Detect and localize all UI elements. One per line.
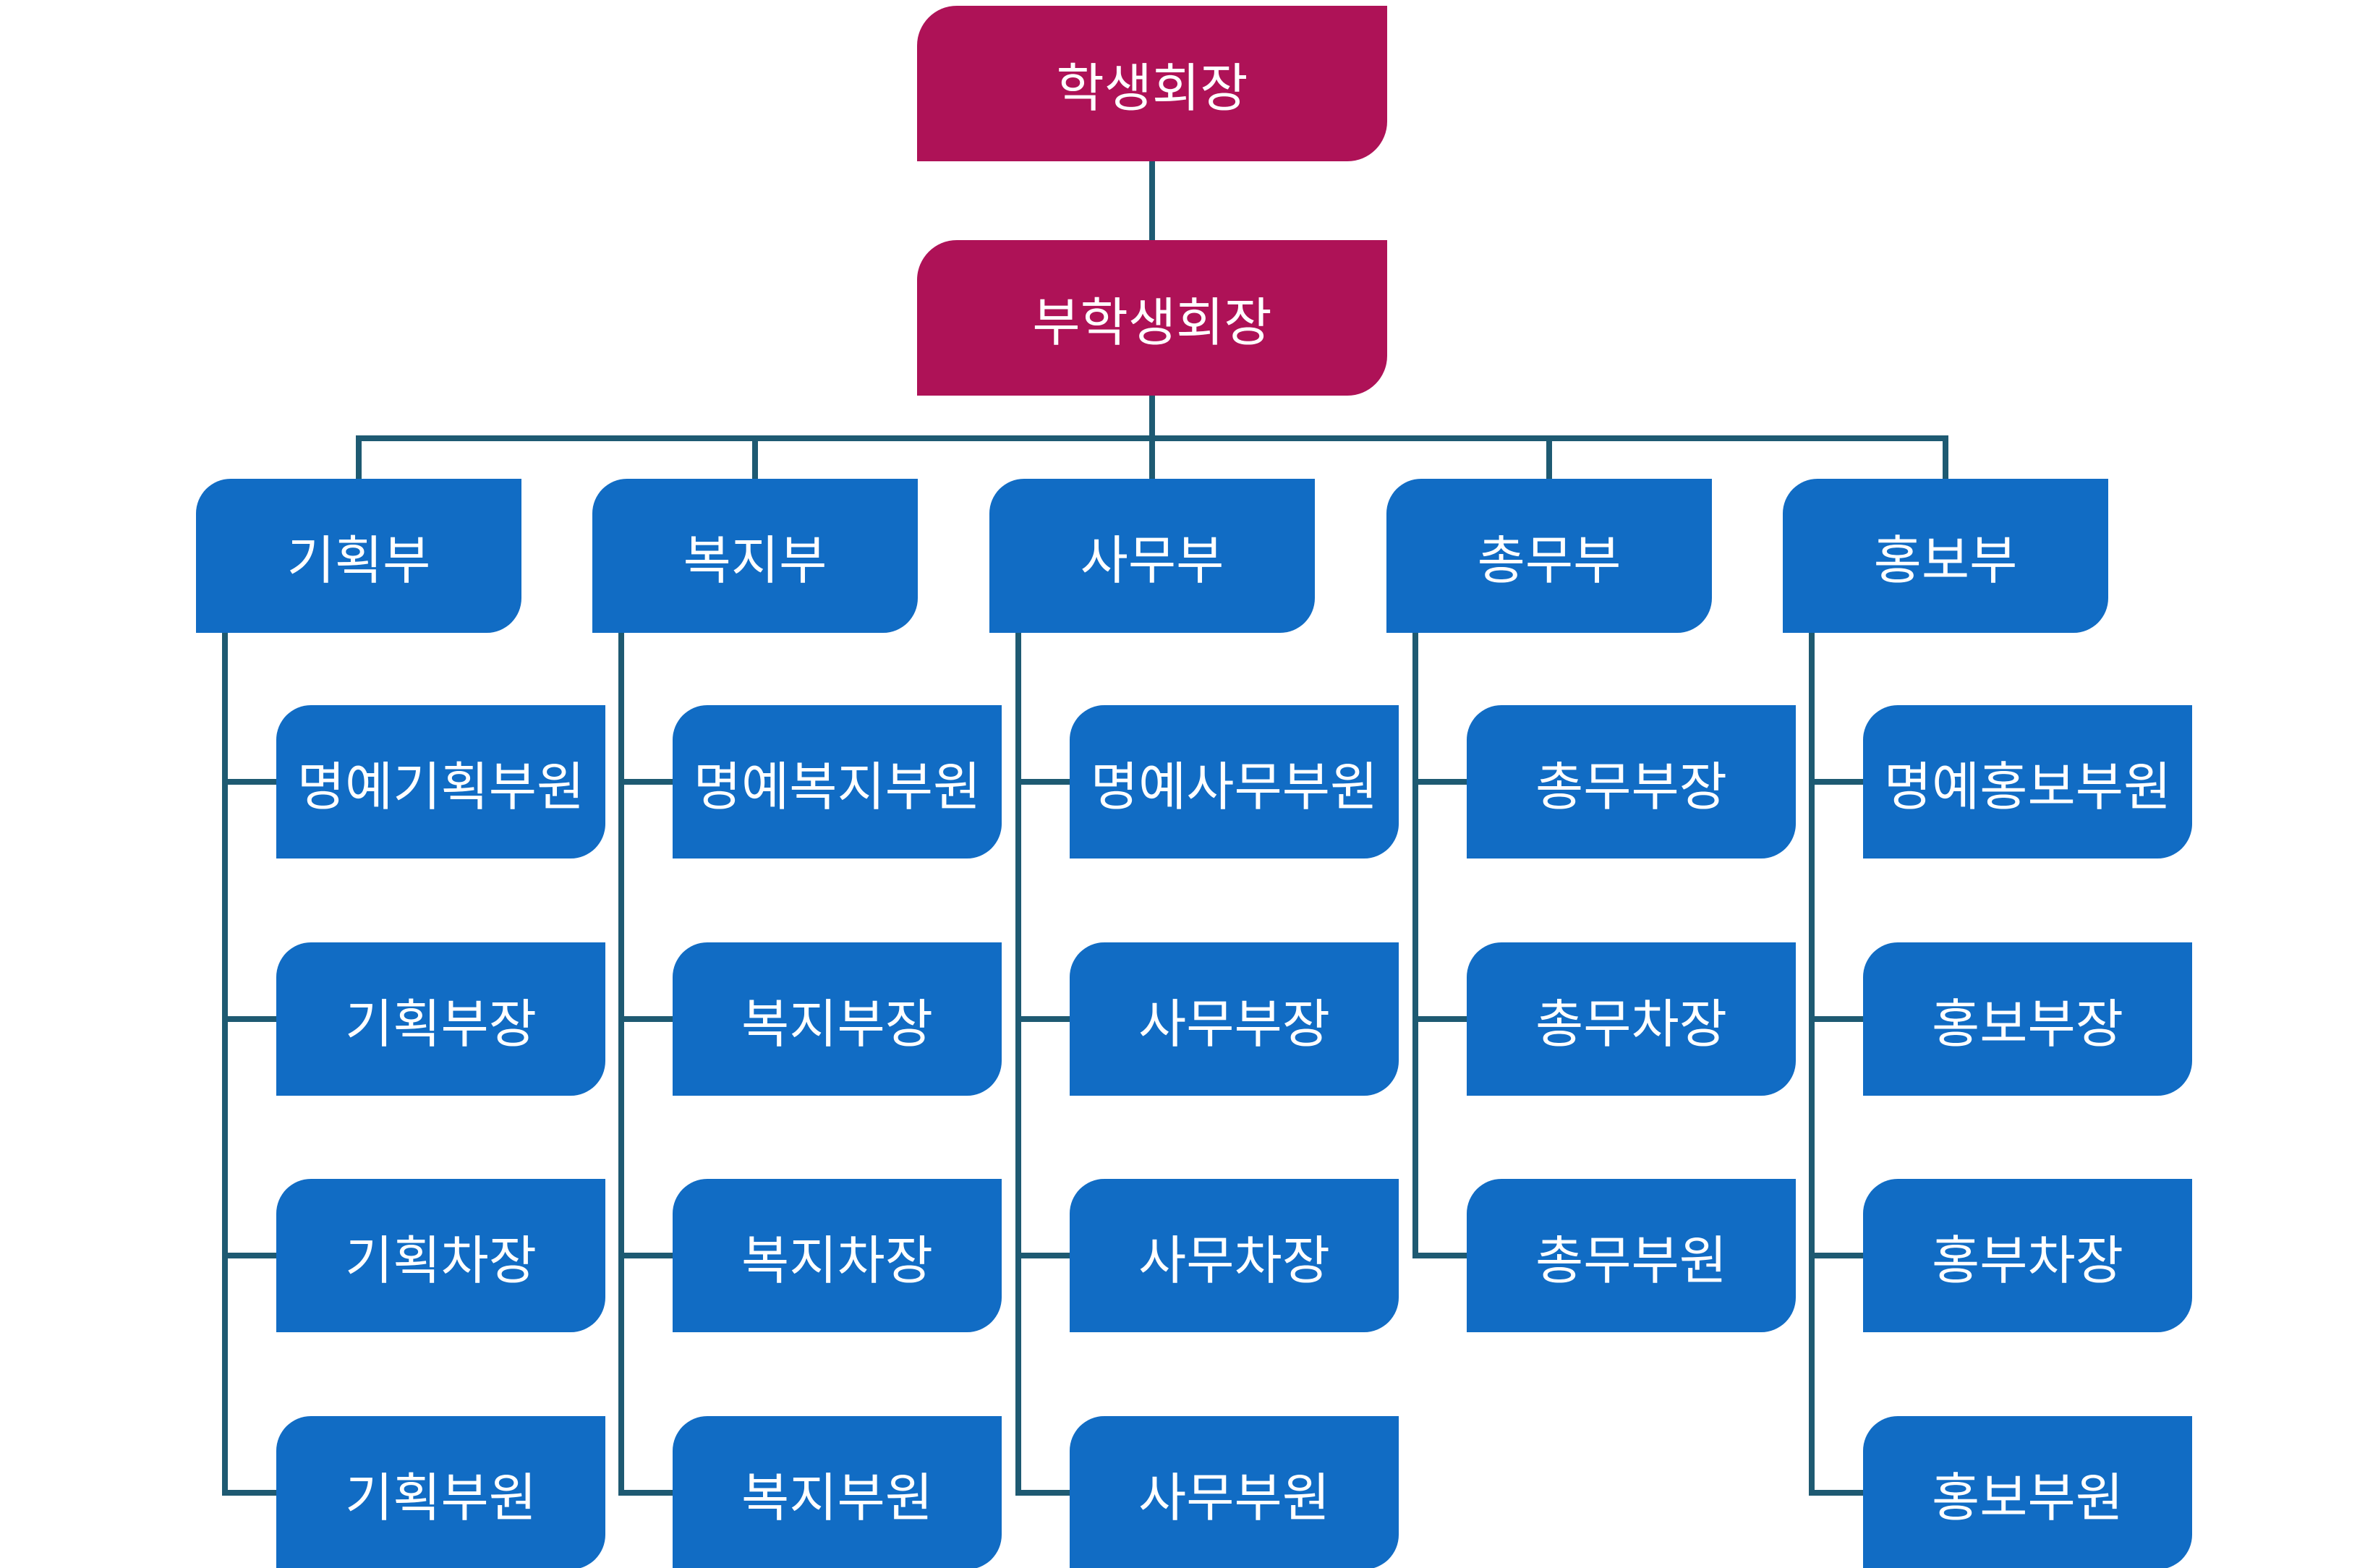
connector-drop-dept-1 (752, 441, 758, 482)
connector-tick-dept-4-member-0 (1812, 779, 1863, 785)
node-member[interactable]: 사무부장 (1070, 942, 1399, 1096)
member-label: 홍부차장 (1932, 1232, 2123, 1290)
node-member[interactable]: 명예기획부원 (276, 705, 605, 858)
connector-tick-dept-1-member-2 (621, 1253, 673, 1258)
connector-tick-dept-2-member-2 (1018, 1253, 1070, 1258)
president-label: 학생회장 (1056, 60, 1248, 118)
node-member[interactable]: 기획부장 (276, 942, 605, 1096)
department-label: 복지부 (683, 532, 827, 590)
connector-tick-dept-0-member-2 (225, 1253, 276, 1258)
connector-pendant-dept-4 (1809, 633, 1815, 1496)
connector-tick-dept-4-member-2 (1812, 1253, 1863, 1258)
connector-tick-dept-1-member-3 (621, 1490, 673, 1496)
connector-tick-dept-2-member-3 (1018, 1490, 1070, 1496)
connector-president-to-vice (1149, 161, 1155, 240)
member-label: 명예기획부원 (297, 758, 585, 817)
connector-tick-dept-4-member-3 (1812, 1490, 1863, 1496)
node-president[interactable]: 학생회장 (917, 6, 1387, 161)
member-label: 총무차장 (1535, 995, 1727, 1054)
department-label: 홍보부 (1873, 532, 2018, 590)
node-member[interactable]: 복지차장 (673, 1179, 1002, 1332)
node-member[interactable]: 홍보부장 (1863, 942, 2192, 1096)
node-vice-president[interactable]: 부학생회장 (917, 240, 1387, 396)
member-label: 명예복지부원 (693, 758, 981, 817)
connector-tick-dept-0-member-0 (225, 779, 276, 785)
member-label: 총무부장 (1535, 758, 1727, 817)
node-department[interactable]: 사무부 (989, 479, 1315, 633)
connector-pendant-dept-1 (618, 633, 624, 1496)
connector-drop-dept-4 (1943, 441, 1948, 482)
connector-tick-dept-2-member-0 (1018, 779, 1070, 785)
node-member[interactable]: 명예사무부원 (1070, 705, 1399, 858)
node-member[interactable]: 사무차장 (1070, 1179, 1399, 1332)
member-label: 홍보부원 (1932, 1469, 2123, 1527)
connector-tick-dept-3-member-1 (1415, 1016, 1467, 1022)
node-member[interactable]: 사무부원 (1070, 1416, 1399, 1568)
connector-pendant-dept-0 (222, 633, 228, 1496)
connector-vice-to-bus (1149, 396, 1155, 441)
member-label: 사무차장 (1138, 1232, 1330, 1290)
node-member[interactable]: 기획부원 (276, 1416, 605, 1568)
connector-tick-dept-1-member-1 (621, 1016, 673, 1022)
connector-tick-dept-1-member-0 (621, 779, 673, 785)
department-label: 총무부 (1477, 532, 1621, 590)
node-member[interactable]: 총무부원 (1467, 1179, 1796, 1332)
member-label: 기획차장 (345, 1232, 537, 1290)
node-member[interactable]: 복지부장 (673, 942, 1002, 1096)
node-member[interactable]: 명예홍보부원 (1863, 705, 2192, 858)
member-label: 사무부장 (1138, 995, 1330, 1054)
member-label: 총무부원 (1535, 1232, 1727, 1290)
member-label: 명예홍보부원 (1883, 758, 2172, 817)
member-label: 복지부장 (741, 995, 933, 1054)
connector-drop-dept-0 (356, 441, 362, 482)
department-label: 사무부 (1080, 532, 1224, 590)
node-department[interactable]: 복지부 (592, 479, 918, 633)
connector-pendant-dept-3 (1412, 633, 1418, 1258)
node-member[interactable]: 기획차장 (276, 1179, 605, 1332)
connector-bus (356, 435, 1948, 441)
connector-drop-dept-3 (1546, 441, 1552, 482)
node-member[interactable]: 총무차장 (1467, 942, 1796, 1096)
connector-tick-dept-3-member-0 (1415, 779, 1467, 785)
connector-tick-dept-3-member-2 (1415, 1253, 1467, 1258)
department-label: 기획부 (286, 532, 431, 590)
connector-pendant-dept-2 (1015, 633, 1021, 1496)
member-label: 홍보부장 (1932, 995, 2123, 1054)
member-label: 복지차장 (741, 1232, 933, 1290)
member-label: 명예사무부원 (1090, 758, 1378, 817)
node-department[interactable]: 기획부 (196, 479, 521, 633)
connector-tick-dept-0-member-1 (225, 1016, 276, 1022)
node-department[interactable]: 총무부 (1386, 479, 1712, 633)
connector-tick-dept-4-member-1 (1812, 1016, 1863, 1022)
member-label: 사무부원 (1138, 1469, 1330, 1527)
member-label: 기획부원 (345, 1469, 537, 1527)
node-department[interactable]: 홍보부 (1783, 479, 2108, 633)
connector-tick-dept-2-member-1 (1018, 1016, 1070, 1022)
connector-drop-dept-2 (1149, 441, 1155, 482)
node-member[interactable]: 홍부차장 (1863, 1179, 2192, 1332)
member-label: 복지부원 (741, 1469, 933, 1527)
node-member[interactable]: 홍보부원 (1863, 1416, 2192, 1568)
node-member[interactable]: 총무부장 (1467, 705, 1796, 858)
vice-president-label: 부학생회장 (1032, 294, 1272, 352)
node-member[interactable]: 복지부원 (673, 1416, 1002, 1568)
connector-tick-dept-0-member-3 (225, 1490, 276, 1496)
member-label: 기획부장 (345, 995, 537, 1054)
node-member[interactable]: 명예복지부원 (673, 705, 1002, 858)
